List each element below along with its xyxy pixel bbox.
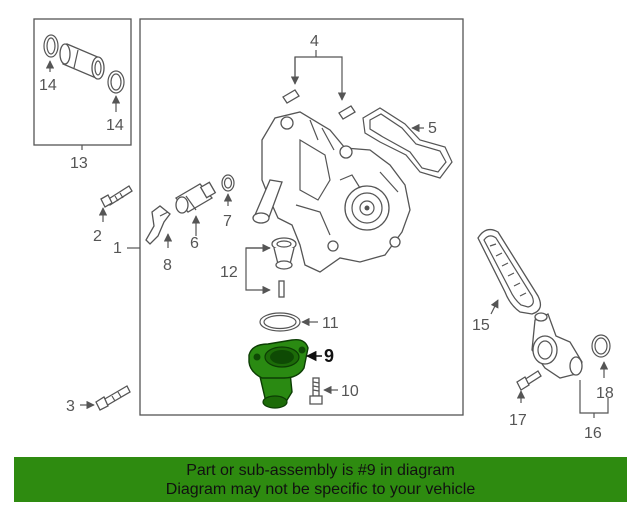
callout-10: 10 xyxy=(341,383,359,400)
retaining-clip-8[interactable] xyxy=(145,205,171,245)
seal-14-lower[interactable] xyxy=(107,70,125,94)
seal-18[interactable] xyxy=(591,334,611,358)
bolt-10[interactable] xyxy=(309,377,323,405)
thermostat-housing-9-highlighted[interactable] xyxy=(248,338,309,409)
callout-16: 16 xyxy=(584,425,602,442)
callout-18: 18 xyxy=(596,385,614,402)
seal-7[interactable] xyxy=(221,174,235,192)
callout-14-upper: 14 xyxy=(39,77,57,94)
callout-7: 7 xyxy=(223,213,232,230)
gasket-5[interactable] xyxy=(362,107,453,179)
callout-9: 9 xyxy=(324,346,334,366)
water-pump-housing[interactable] xyxy=(252,111,411,273)
part-info-banner: Part or sub-assembly is #9 in diagram Di… xyxy=(14,457,627,502)
callout-11: 11 xyxy=(322,315,339,332)
parts-diagram: 14 14 13 4 5 1 xyxy=(33,18,614,442)
bolt-2[interactable] xyxy=(100,185,133,208)
callout-1: 1 xyxy=(113,240,122,257)
main-assembly-box xyxy=(139,18,464,416)
banner-line-1: Part or sub-assembly is #9 in diagram xyxy=(186,462,455,479)
bolt-3[interactable] xyxy=(95,385,131,411)
callout-12: 12 xyxy=(220,264,238,281)
dowel-pin-4-left[interactable] xyxy=(282,89,300,104)
callout-6: 6 xyxy=(190,235,199,252)
drive-belt-15[interactable] xyxy=(477,228,542,315)
thermostat-12[interactable] xyxy=(271,237,297,270)
callout-4: 4 xyxy=(310,33,319,50)
temperature-sensor-6[interactable] xyxy=(174,181,217,214)
seal-14-upper[interactable] xyxy=(43,34,59,58)
o-ring-11[interactable] xyxy=(259,312,301,332)
callout-3: 3 xyxy=(66,398,75,415)
thermostat-pin-12[interactable] xyxy=(278,280,285,298)
callout-17: 17 xyxy=(509,412,527,429)
callout-2: 2 xyxy=(93,228,102,245)
callout-13: 13 xyxy=(70,155,88,172)
coolant-housing-16[interactable] xyxy=(531,312,583,379)
callout-14-lower: 14 xyxy=(106,117,124,134)
bolt-17[interactable] xyxy=(516,370,542,391)
banner-line-2: Diagram may not be specific to your vehi… xyxy=(165,481,476,498)
coolant-pipe-13[interactable] xyxy=(59,43,105,80)
callout-5: 5 xyxy=(428,120,437,137)
callout-15: 15 xyxy=(472,317,490,334)
dowel-pin-4-right[interactable] xyxy=(338,105,356,120)
callout-8: 8 xyxy=(163,257,172,274)
